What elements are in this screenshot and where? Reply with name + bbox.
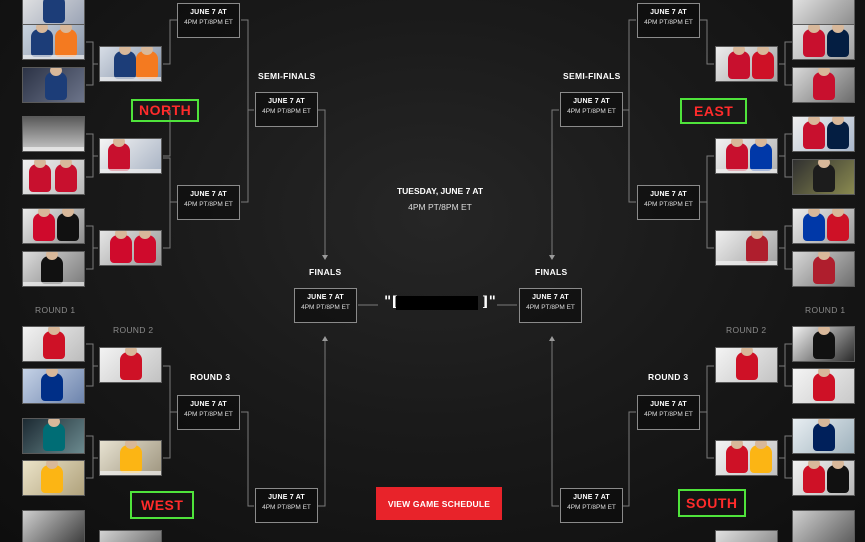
team-thumbnail[interactable] (22, 0, 85, 26)
team-thumbnail[interactable] (99, 440, 162, 476)
team-thumbnail[interactable] (792, 251, 855, 287)
round-label-finals: FINALS (309, 267, 342, 277)
team-thumbnail[interactable] (715, 347, 778, 383)
open-quote-icon: "[ (384, 294, 398, 310)
team-thumbnail[interactable] (792, 418, 855, 454)
team-thumbnail[interactable] (715, 530, 778, 542)
team-thumbnail[interactable] (22, 368, 85, 404)
finals-date-line2: 4PM PT/8PM ET (408, 202, 472, 212)
team-thumbnail[interactable] (715, 138, 778, 174)
round-label-finals: FINALS (535, 267, 568, 277)
team-thumbnail[interactable] (22, 418, 85, 454)
team-thumbnail[interactable] (792, 326, 855, 362)
round-label-semi-finals: SEMI-FINALS (563, 71, 621, 81)
team-thumbnail[interactable] (22, 208, 85, 244)
round-label-semi-finals: SEMI-FINALS (258, 71, 316, 81)
team-thumbnail[interactable] (792, 510, 855, 542)
team-thumbnail[interactable] (22, 24, 85, 60)
round-label-round-2: ROUND 2 (726, 325, 767, 335)
round-label-round-1: ROUND 1 (805, 305, 846, 315)
team-thumbnail[interactable] (792, 116, 855, 152)
team-thumbnail[interactable] (99, 347, 162, 383)
team-thumbnail[interactable] (22, 510, 85, 542)
team-thumbnail[interactable] (715, 46, 778, 82)
champion-name-placeholder (396, 296, 478, 310)
round-label-round-2: ROUND 2 (113, 325, 154, 335)
round-label-round-3: ROUND 3 (190, 372, 231, 382)
finals-champion-slot: "[ ]" (380, 294, 496, 311)
team-thumbnail[interactable] (99, 530, 162, 542)
team-thumbnail[interactable] (792, 24, 855, 60)
team-thumbnail[interactable] (22, 460, 85, 496)
view-game-schedule-button[interactable]: VIEW GAME SCHEDULE (376, 487, 502, 520)
round-label-round-3: ROUND 3 (648, 372, 689, 382)
team-thumbnail[interactable] (22, 159, 85, 195)
team-thumbnail[interactable] (22, 251, 85, 287)
team-thumbnail[interactable] (792, 159, 855, 195)
region-label-north: NORTH (131, 99, 200, 122)
team-thumbnail[interactable] (792, 67, 855, 103)
team-thumbnail[interactable] (99, 230, 162, 266)
team-thumbnail[interactable] (792, 460, 855, 496)
team-thumbnail[interactable] (99, 138, 162, 174)
region-label-south: SOUTH (678, 489, 746, 517)
round-label-round-1: ROUND 1 (35, 305, 76, 315)
team-thumbnail[interactable] (792, 368, 855, 404)
finals-date-line1: TUESDAY, JUNE 7 AT (396, 186, 484, 196)
team-thumbnail[interactable] (99, 46, 162, 82)
team-thumbnail[interactable] (22, 67, 85, 103)
team-thumbnail[interactable] (792, 208, 855, 244)
team-thumbnail[interactable] (792, 0, 855, 26)
team-thumbnail[interactable] (22, 116, 85, 152)
close-quote-icon: ]" (482, 294, 496, 310)
finals-date: TUESDAY, JUNE 7 AT 4PM PT/8PM ET (370, 186, 510, 212)
region-label-west: WEST (130, 491, 195, 519)
team-thumbnail[interactable] (22, 326, 85, 362)
team-thumbnail[interactable] (715, 440, 778, 476)
region-label-east: EAST (680, 98, 748, 124)
team-thumbnail[interactable] (715, 230, 778, 266)
